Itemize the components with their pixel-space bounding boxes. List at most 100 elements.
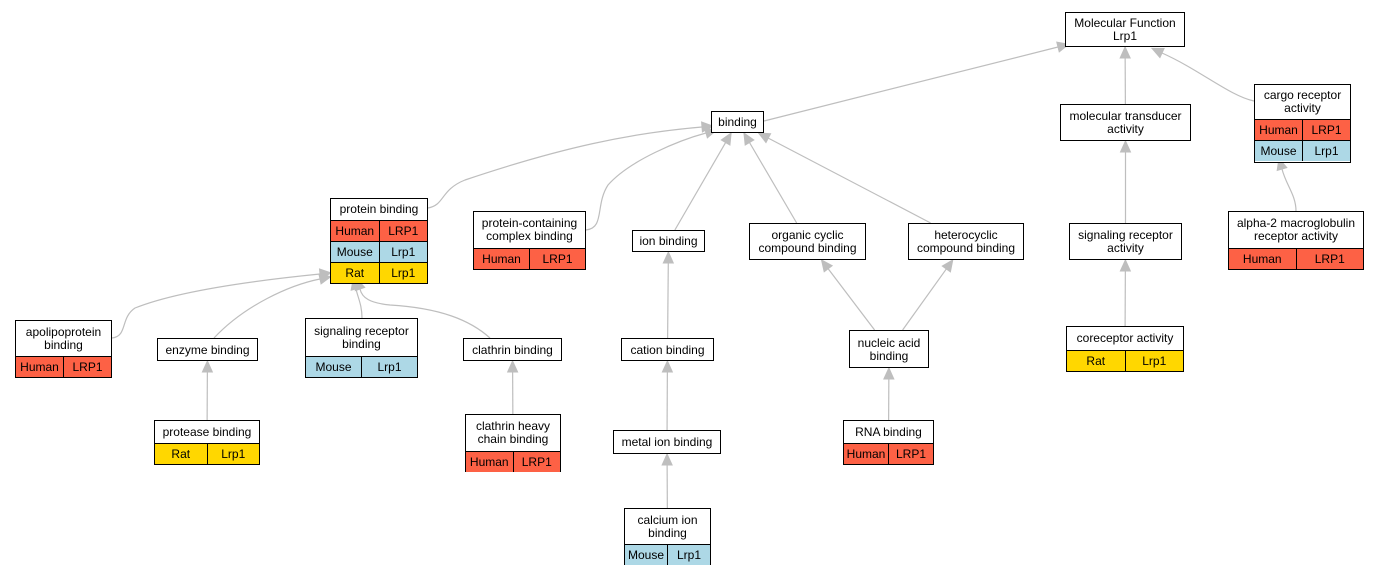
edge-nucleic-acid-to-organic-cyclic	[827, 268, 876, 331]
species-row: Mouse Lrp1	[331, 241, 427, 262]
node-label: Molecular Function Lrp1	[1074, 16, 1176, 43]
species-row: Mouse Lrp1	[1255, 140, 1350, 161]
edge-enzyme-binding-to-protein-binding	[213, 278, 321, 339]
node-label: clathrin heavy chain binding	[475, 419, 551, 446]
species-cell: Mouse	[336, 245, 373, 259]
gene-cell: LRP1	[378, 221, 428, 241]
edge-signaling-receptor-binding-to-protein-binding	[355, 288, 363, 319]
edge-arrowhead	[941, 259, 954, 273]
edge-nucleic-acid-to-heterocyclic	[902, 268, 947, 331]
species-cell: Rat	[345, 266, 365, 280]
node-label: protein-containing complex binding	[481, 216, 578, 243]
edge-arrowhead	[820, 259, 834, 273]
species-cell: Human	[1242, 252, 1282, 266]
edge-arrowhead	[661, 359, 674, 373]
species-row: Rat Lrp1	[155, 443, 259, 464]
node-metal-ion[interactable]: metal ion binding	[613, 430, 721, 454]
edge-apolipoprotein-to-protein-binding	[111, 273, 321, 339]
edge-heterocyclic-to-binding	[768, 137, 931, 224]
node-label: enzyme binding	[165, 342, 250, 357]
node-label: molecular transducer activity	[1069, 109, 1182, 136]
gene-cell: LRP1	[63, 357, 111, 377]
gene-cell: Lrp1	[378, 242, 428, 262]
species-cell: Human	[846, 447, 886, 461]
node-label: ion binding	[639, 234, 698, 248]
gene-cell: LRP1	[888, 444, 933, 464]
species-cell: Human	[20, 360, 59, 374]
edge-cargo-receptor-to-molecular-function	[1161, 52, 1255, 102]
node-clathrin-binding[interactable]: clathrin binding	[463, 338, 562, 361]
edge-arrowhead	[201, 359, 214, 373]
gene-cell: Lrp1	[667, 545, 710, 565]
node-label: signaling receptor activity	[1078, 228, 1173, 255]
gene-cell: Lrp1	[206, 444, 260, 464]
node-label: clathrin binding	[472, 342, 553, 357]
gene-cell: LRP1	[1302, 120, 1350, 140]
edge-arrowhead	[1119, 139, 1132, 153]
node-label: cation binding	[630, 342, 705, 357]
node-ion-binding[interactable]: ion binding	[632, 230, 705, 252]
node-label: nucleic acid binding	[857, 335, 921, 363]
node-label: calcium ion binding	[637, 512, 698, 540]
gene-cell: Lrp1	[1124, 351, 1184, 371]
edge-binding-to-molecular-function	[763, 46, 1059, 122]
edge-protein-binding-to-binding	[427, 126, 703, 209]
node-binding[interactable]: binding	[711, 111, 764, 133]
gene-cell: Lrp1	[361, 357, 417, 377]
edge-organic-cyclic-to-binding	[748, 142, 798, 224]
node-label: signaling receptor binding	[314, 323, 409, 351]
node-enzyme-binding[interactable]: enzyme binding	[157, 338, 258, 361]
species-cell: Rat	[1086, 354, 1106, 368]
node-heterocyclic[interactable]: heterocyclic compound binding	[908, 223, 1024, 260]
node-label: protein binding	[339, 202, 419, 216]
node-molecular-function[interactable]: Molecular Function Lrp1	[1065, 12, 1185, 47]
node-nucleic-acid[interactable]: nucleic acid binding	[849, 330, 929, 368]
edge-cation-binding-to-ion-binding	[667, 262, 669, 339]
node-cation-binding[interactable]: cation binding	[621, 338, 714, 361]
node-signaling-receptor-activity[interactable]: signaling receptor activity	[1069, 223, 1182, 260]
species-row: Rat Lrp1	[331, 262, 427, 283]
edge-alpha2-macroglobulin-to-cargo-receptor	[1281, 168, 1297, 212]
node-label: organic cyclic compound binding	[758, 228, 857, 255]
node-label: cargo receptor activity	[1263, 88, 1342, 115]
species-cell: Human	[482, 252, 521, 266]
species-cell: Rat	[171, 447, 191, 461]
gene-cell: Lrp1	[378, 263, 428, 283]
edge-clathrin-binding-to-protein-binding	[359, 288, 491, 339]
node-label: heterocyclic compound binding	[916, 228, 1016, 255]
edge-arrowhead	[506, 359, 519, 373]
gene-cell: LRP1	[512, 452, 561, 472]
node-label: protease binding	[162, 424, 252, 439]
species-cell: Human	[335, 224, 375, 238]
gene-cell: Lrp1	[1302, 141, 1350, 161]
species-cell: Mouse	[1260, 144, 1297, 158]
edge-arrowhead	[883, 366, 895, 380]
edge-arrowhead	[1119, 45, 1131, 59]
node-label: metal ion binding	[621, 435, 713, 449]
node-organic-cyclic[interactable]: organic cyclic compound binding	[749, 223, 866, 260]
node-label: apolipoprotein binding	[25, 324, 102, 352]
gene-cell: LRP1	[1295, 249, 1364, 269]
edge-arrowhead	[720, 131, 732, 146]
edge-arrowhead	[743, 131, 755, 146]
node-label: RNA binding	[855, 424, 922, 439]
node-label: alpha-2 macroglobulin receptor activity	[1236, 216, 1356, 243]
node-molecular-transducer[interactable]: molecular transducer activity	[1060, 104, 1191, 141]
gene-cell: LRP1	[529, 249, 585, 269]
